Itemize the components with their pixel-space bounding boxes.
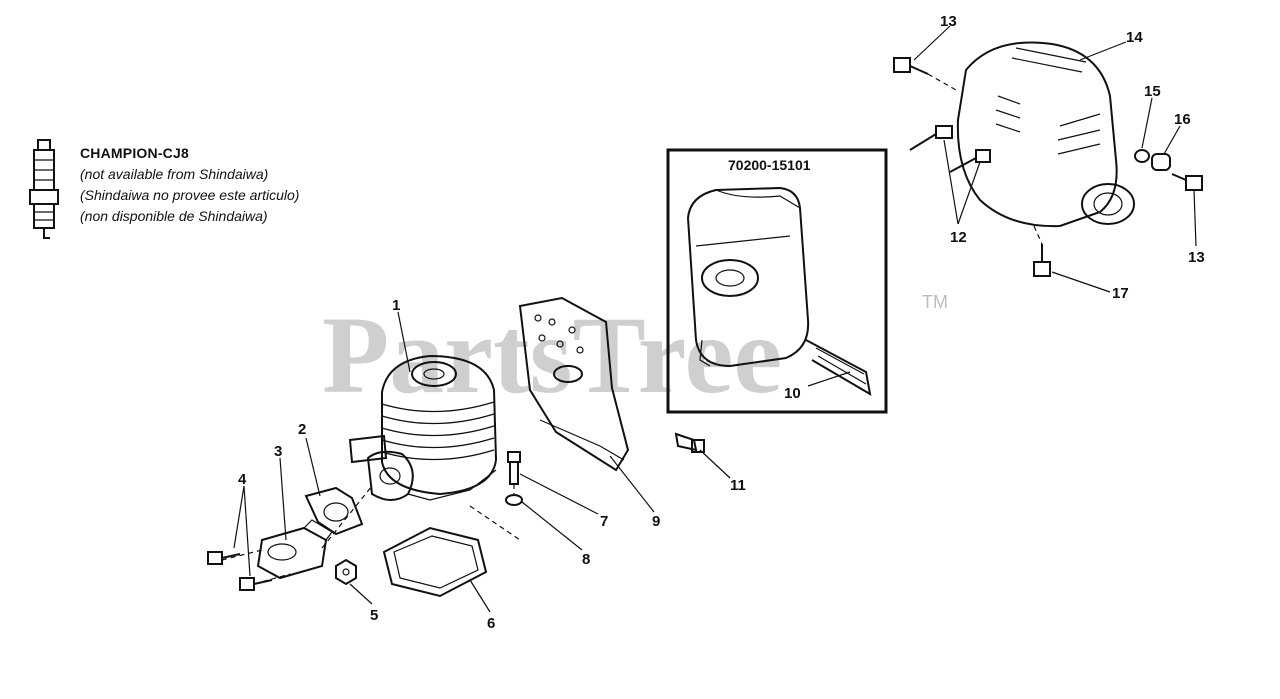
callout-10: 10 xyxy=(784,385,801,402)
nut-5-drawing xyxy=(335,558,357,586)
callout-7: 7 xyxy=(600,513,608,530)
callout-14: 14 xyxy=(1126,29,1143,46)
watermark-trademark: TM xyxy=(922,292,948,312)
heat-shield-drawing xyxy=(518,296,630,472)
muffler-drawing xyxy=(686,186,872,396)
callout-5: 5 xyxy=(370,607,378,624)
bolt-7-drawing xyxy=(507,451,521,485)
spark-plug-model: CHAMPION-CJ8 xyxy=(80,145,189,161)
gasket-6-drawing xyxy=(382,526,488,598)
spark-plug-note: CHAMPION-CJ8 (not available from Shindai… xyxy=(80,143,299,227)
callout-15: 15 xyxy=(1144,83,1161,100)
cylinder-drawing xyxy=(348,354,498,501)
callout-2: 2 xyxy=(298,421,306,438)
washer-15-drawing xyxy=(1134,149,1150,163)
callout-9: 9 xyxy=(652,513,660,530)
callout-16: 16 xyxy=(1174,111,1191,128)
callout-12: 12 xyxy=(950,229,967,246)
spark-plug-note-es: (Shindaiwa no provee este articulo) xyxy=(80,187,300,203)
spark-plug-note-fr: (non disponible de Shindaiwa) xyxy=(80,208,268,224)
spark-plug-note-en: (not available from Shindaiwa) xyxy=(80,166,269,182)
screw-13-top-drawing xyxy=(893,57,929,75)
callout-3: 3 xyxy=(274,443,282,460)
washer-8-drawing xyxy=(505,494,523,506)
callout-11: 11 xyxy=(730,477,746,494)
callout-4: 4 xyxy=(238,471,247,488)
callout-13-right: 13 xyxy=(1188,249,1205,266)
bolt-4-drawing xyxy=(207,551,273,591)
callout-8: 8 xyxy=(582,551,590,568)
callout-17: 17 xyxy=(1112,285,1129,302)
callout-13-top: 13 xyxy=(940,13,957,30)
screw-11-drawing xyxy=(674,432,705,453)
bolt-12-drawing xyxy=(909,125,991,173)
screw-17-drawing xyxy=(1033,244,1051,277)
screw-13-right-drawing xyxy=(1171,173,1203,191)
muffler-cover-drawing xyxy=(956,41,1135,228)
spacer-16-drawing xyxy=(1151,153,1171,171)
spark-plug-drawing xyxy=(29,139,59,239)
callout-6: 6 xyxy=(487,615,495,632)
gasket-2-drawing xyxy=(304,486,364,536)
insulator-drawing xyxy=(256,519,333,580)
muffler-kit-frame xyxy=(666,148,888,414)
kit-part-number: 70200-15101 xyxy=(728,157,811,173)
callout-1: 1 xyxy=(392,297,400,314)
